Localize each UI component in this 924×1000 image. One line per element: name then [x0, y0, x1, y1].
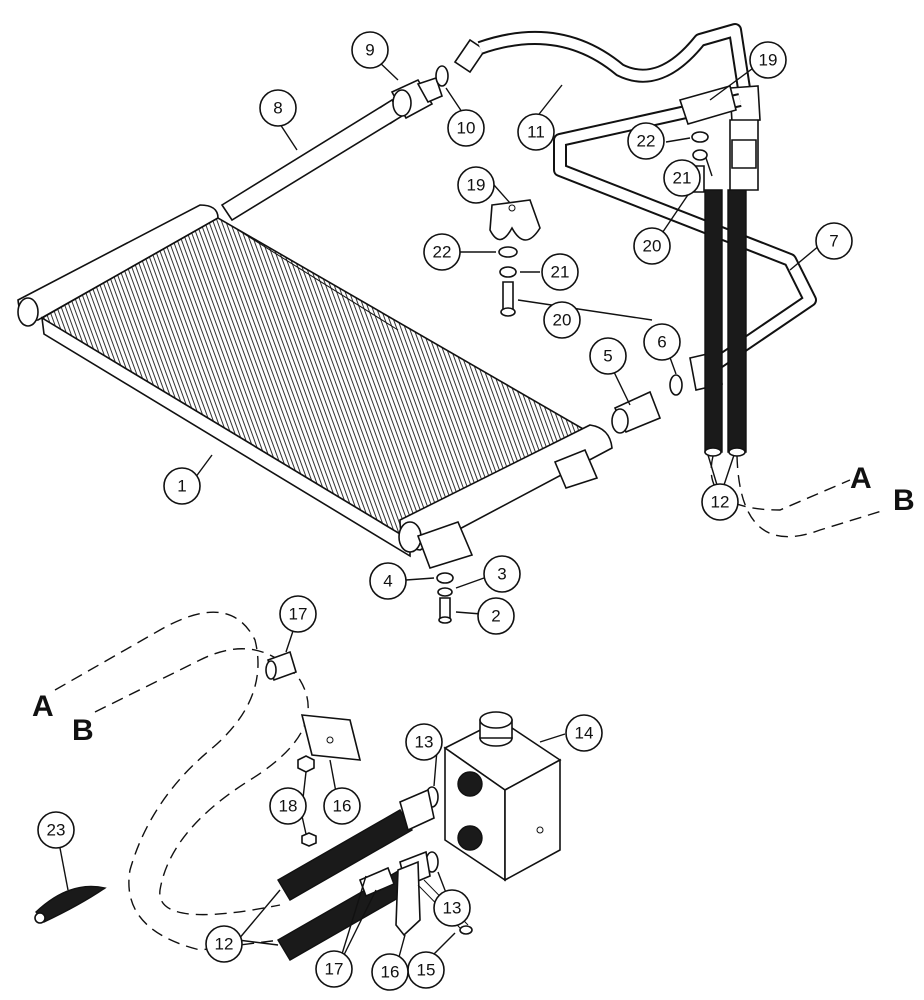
callout-4: 4 [369, 562, 407, 600]
bolt-2 [438, 597, 452, 624]
callout-12-upper: 12 [701, 483, 739, 521]
callout-3: 3 [483, 555, 521, 593]
washer-22-upper [691, 131, 709, 143]
svg-text:6: 6 [657, 333, 666, 352]
nut-18-lower [301, 832, 317, 847]
route-line-b-upper [736, 455, 886, 538]
route-label-a-upper: A [850, 462, 872, 495]
callout-8: 8 [259, 89, 297, 127]
svg-text:22: 22 [637, 132, 656, 151]
svg-text:19: 19 [759, 51, 778, 70]
callout-22-upper: 22 [627, 122, 665, 160]
route-label-b-upper: B [893, 484, 915, 517]
adapter-fitting-9 [390, 76, 443, 120]
svg-text:1: 1 [177, 477, 186, 496]
leader-lines [59, 59, 821, 969]
callout-13-lower: 13 [433, 889, 471, 927]
svg-text:12: 12 [215, 935, 234, 954]
svg-text:11: 11 [527, 123, 545, 142]
callout-17-upper: 17 [279, 595, 317, 633]
washer-22-middle [498, 246, 518, 258]
svg-text:14: 14 [575, 724, 594, 743]
bolt-20-middle [500, 281, 516, 317]
callout-17-lower: 17 [315, 950, 353, 988]
callout-11: 11 [517, 113, 555, 151]
valve-block-14 [443, 711, 562, 882]
svg-text:20: 20 [643, 237, 662, 256]
lockwasher-21-middle [499, 266, 517, 278]
svg-text:8: 8 [273, 99, 282, 118]
callout-14: 14 [565, 714, 603, 752]
callout-15: 15 [407, 951, 445, 989]
route-label-a-lower: A [32, 690, 54, 723]
callout-9: 9 [351, 31, 389, 69]
svg-text:5: 5 [603, 347, 612, 366]
callout-20-upper: 20 [633, 227, 671, 265]
strap-23 [34, 885, 107, 924]
svg-text:2: 2 [491, 607, 500, 626]
svg-text:17: 17 [289, 605, 308, 624]
svg-text:21: 21 [551, 263, 570, 282]
svg-text:15: 15 [417, 961, 436, 980]
callout-6: 6 [643, 323, 681, 361]
adapter-fitting-5 [611, 390, 662, 434]
svg-text:7: 7 [829, 232, 838, 251]
callout-19-middle: 19 [457, 166, 495, 204]
callout-19-upper: 19 [749, 41, 787, 79]
nut-18-upper [297, 755, 315, 773]
oil-cooler-core [17, 204, 613, 569]
callout-5: 5 [589, 337, 627, 375]
bracket-hole [326, 736, 334, 744]
svg-text:16: 16 [333, 797, 352, 816]
svg-text:10: 10 [457, 119, 476, 138]
svg-text:19: 19 [467, 176, 486, 195]
svg-text:23: 23 [47, 821, 66, 840]
svg-text:16: 16 [381, 963, 400, 982]
svg-text:13: 13 [415, 733, 434, 752]
callout-23: 23 [37, 811, 75, 849]
route-line-b-lower [94, 648, 309, 916]
svg-text:4: 4 [383, 572, 392, 591]
lockwasher-3 [437, 587, 453, 597]
callout-21-upper: 21 [663, 159, 701, 197]
svg-text:22: 22 [433, 243, 452, 262]
lockwasher-21-upper [692, 149, 708, 161]
callout-16-upper: 16 [323, 787, 361, 825]
return-tube-11 [453, 23, 761, 123]
callout-13-upper: 13 [405, 723, 443, 761]
callout-21-middle: 21 [541, 253, 579, 291]
washer-4 [436, 572, 454, 584]
bracket-16-lower [395, 860, 421, 937]
callout-7: 7 [815, 222, 853, 260]
callout-20-middle: 20 [543, 301, 581, 339]
cooler-inlet-tube [220, 98, 404, 222]
callout-16-lower: 16 [371, 953, 409, 991]
svg-text:18: 18 [279, 797, 298, 816]
callout-2: 2 [477, 597, 515, 635]
svg-text:3: 3 [497, 565, 506, 584]
sleeve-17-upper [265, 650, 297, 682]
svg-text:17: 17 [325, 960, 344, 979]
clamp-bracket-19-middle [489, 199, 541, 241]
callout-18: 18 [269, 787, 307, 825]
svg-text:21: 21 [673, 169, 692, 188]
callout-10: 10 [447, 109, 485, 147]
svg-text:20: 20 [553, 311, 572, 330]
callout-1: 1 [163, 467, 201, 505]
o-ring-10 [435, 65, 449, 87]
svg-text:9: 9 [365, 41, 374, 60]
svg-text:12: 12 [711, 493, 730, 512]
hydraulic-hoses-upper [704, 119, 759, 457]
sleeve-17-lower [358, 866, 396, 898]
callout-22-middle: 22 [423, 233, 461, 271]
route-line-a-lower [54, 611, 281, 951]
callout-12-lower: 12 [205, 925, 243, 963]
svg-text:13: 13 [443, 899, 462, 918]
clamp-bracket-19-upper [678, 85, 737, 125]
o-ring-6 [669, 374, 683, 396]
route-label-b-lower: B [72, 714, 94, 747]
